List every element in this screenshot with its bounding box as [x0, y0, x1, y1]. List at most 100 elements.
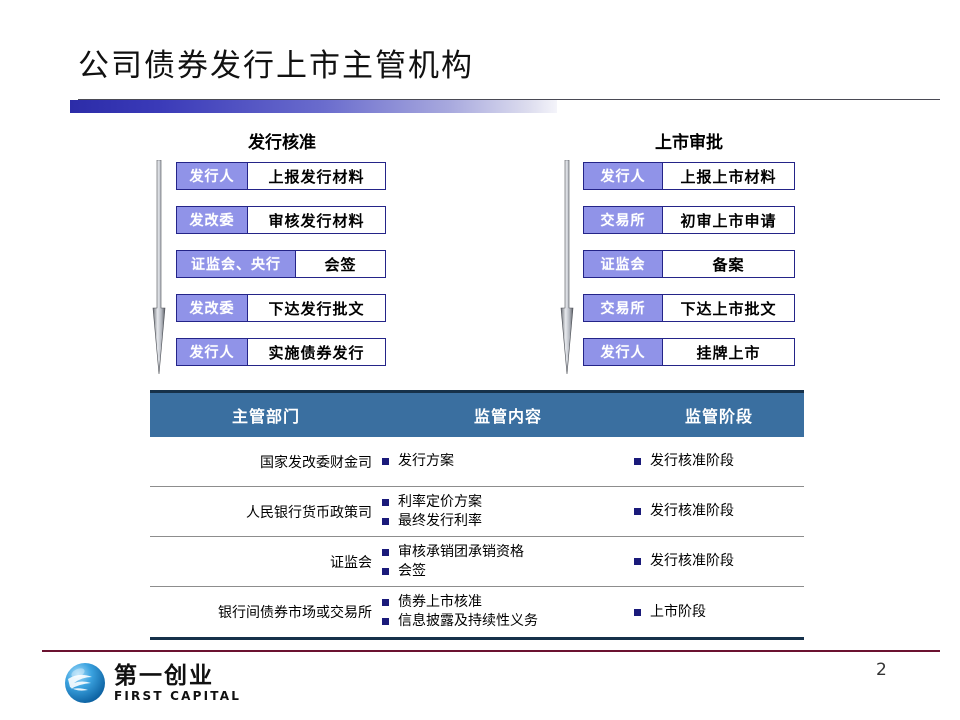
cell-scope: 利率定价方案最终发行利率 — [382, 493, 634, 531]
flow-step-actor: 交易所 — [583, 206, 663, 234]
list-item-label: 最终发行利率 — [398, 512, 482, 529]
flow-step-issuance-approval-1: 发行人上报发行材料 — [176, 162, 386, 190]
stage-list: 上市阶段 — [634, 603, 804, 622]
stage-list: 发行核准阶段 — [634, 452, 804, 471]
cell-department: 银行间债券市场或交易所 — [218, 605, 372, 621]
cell-stage: 发行核准阶段 — [634, 452, 804, 471]
title-accent-bar — [70, 100, 557, 113]
bullet-square-icon — [634, 608, 641, 616]
flow-step-action: 审核发行材料 — [248, 206, 386, 234]
flow-step-actor: 发行人 — [176, 338, 248, 366]
cell-scope: 审核承销团承销资格会签 — [382, 543, 634, 581]
list-item-label: 上市阶段 — [650, 603, 706, 620]
list-item-label: 发行核准阶段 — [650, 503, 734, 519]
flow-step-issuance-approval-3: 证监会、央行会签 — [176, 250, 386, 278]
flow-step-listing-approval-5: 发行人挂牌上市 — [583, 338, 795, 366]
flow-step-actor: 证监会 — [583, 250, 663, 278]
bullet-square-icon — [634, 458, 641, 465]
flow-step-actor: 发改委 — [176, 294, 248, 322]
flow-step-action: 下达上市批文 — [663, 294, 795, 322]
scope-list: 发行方案 — [382, 452, 634, 471]
flow-step-actor: 发行人 — [583, 338, 663, 366]
flow-step-actor: 发行人 — [176, 162, 248, 190]
cell-department: 人民银行货币政策司 — [246, 504, 372, 521]
flow-step-action: 上报发行材料 — [248, 162, 386, 190]
flow-step-listing-approval-1: 发行人上报上市材料 — [583, 162, 795, 190]
scope-list: 债券上市核准信息披露及持续性义务 — [382, 593, 634, 631]
flow-step-action: 初审上市申请 — [663, 206, 795, 234]
table-row: 国家发改委财金司发行方案发行核准阶段 — [150, 437, 804, 487]
regulators-table: 主管部门 监管内容 监管阶段 国家发改委财金司发行方案发行核准阶段人民银行货币政… — [150, 390, 804, 640]
cell-scope: 发行方案 — [382, 452, 634, 471]
list-item-label: 发行核准阶段 — [650, 453, 734, 469]
down-arrow-icon — [560, 160, 574, 374]
list-item-label: 发行方案 — [398, 453, 454, 469]
column-header-stage: 监管阶段 — [684, 407, 753, 426]
list-item: 上市阶段 — [634, 603, 804, 622]
flow-step-action: 备案 — [663, 250, 795, 278]
list-item: 最终发行利率 — [382, 512, 634, 531]
flow-step-actor: 发行人 — [583, 162, 663, 190]
bullet-square-icon — [382, 498, 389, 506]
bullet-square-icon — [382, 618, 389, 625]
flow-step-actor: 交易所 — [583, 294, 663, 322]
flow-step-issuance-approval-4: 发改委下达发行批文 — [176, 294, 386, 322]
logo-text: 第一创业 FIRST CAPITAL — [114, 663, 241, 703]
cell-stage: 发行核准阶段 — [634, 502, 804, 521]
table-body: 国家发改委财金司发行方案发行核准阶段人民银行货币政策司利率定价方案最终发行利率发… — [150, 437, 804, 637]
company-logo: 第一创业 FIRST CAPITAL — [62, 657, 262, 709]
flow-step-issuance-approval-5: 发行人实施债券发行 — [176, 338, 386, 366]
cell-stage: 上市阶段 — [634, 603, 804, 622]
list-item: 发行核准阶段 — [634, 552, 804, 571]
list-item: 发行方案 — [382, 452, 634, 471]
bullet-square-icon — [382, 599, 389, 606]
flow-step-listing-approval-4: 交易所下达上市批文 — [583, 294, 795, 322]
bullet-square-icon — [634, 558, 641, 565]
logo-name-en: FIRST CAPITAL — [114, 689, 242, 703]
bullet-square-icon — [382, 458, 389, 465]
cell-department: 证监会 — [330, 554, 372, 571]
section-heading-listing-approval: 上市审批 — [655, 133, 723, 153]
flow-step-actor: 证监会、央行 — [176, 250, 296, 278]
title-divider-rule — [78, 99, 940, 100]
stage-list: 发行核准阶段 — [634, 502, 804, 521]
flow-step-listing-approval-3: 证监会备案 — [583, 250, 795, 278]
stage-list: 发行核准阶段 — [634, 552, 804, 571]
scope-list: 利率定价方案最终发行利率 — [382, 493, 634, 531]
flow-step-action: 上报上市材料 — [663, 162, 795, 190]
list-item: 债券上市核准 — [382, 593, 634, 612]
table-row: 证监会审核承销团承销资格会签发行核准阶段 — [150, 537, 804, 587]
list-item: 信息披露及持续性义务 — [382, 612, 634, 631]
table-header-row: 主管部门 监管内容 监管阶段 — [150, 393, 804, 437]
flow-step-actor: 发改委 — [176, 206, 248, 234]
footer-divider-rule — [42, 650, 940, 652]
flow-step-issuance-approval-2: 发改委审核发行材料 — [176, 206, 386, 234]
flow-step-action: 下达发行批文 — [248, 294, 386, 322]
table-row: 人民银行货币政策司利率定价方案最终发行利率发行核准阶段 — [150, 487, 804, 537]
list-item: 利率定价方案 — [382, 493, 634, 512]
column-header-scope: 监管内容 — [473, 407, 542, 426]
cell-stage: 发行核准阶段 — [634, 552, 804, 571]
flow-step-action: 挂牌上市 — [663, 338, 795, 366]
list-item-label: 发行核准阶段 — [650, 553, 734, 569]
column-header-department: 主管部门 — [231, 407, 300, 426]
list-item-label: 会签 — [398, 562, 426, 579]
cell-scope: 债券上市核准信息披露及持续性义务 — [382, 593, 634, 631]
page-title: 公司债券发行上市主管机构 — [78, 48, 474, 84]
table-row: 银行间债券市场或交易所债券上市核准信息披露及持续性义务上市阶段 — [150, 587, 804, 637]
list-item: 会签 — [382, 562, 634, 581]
scope-list: 审核承销团承销资格会签 — [382, 543, 634, 581]
list-item-label: 信息披露及持续性义务 — [398, 613, 538, 629]
list-item: 发行核准阶段 — [634, 502, 804, 521]
list-item: 审核承销团承销资格 — [382, 543, 634, 562]
globe-icon — [65, 663, 105, 703]
bullet-square-icon — [634, 508, 641, 515]
flow-step-action: 实施债券发行 — [248, 338, 386, 366]
bullet-square-icon — [382, 567, 389, 575]
section-heading-issuance-approval: 发行核准 — [248, 133, 316, 153]
flow-step-listing-approval-2: 交易所初审上市申请 — [583, 206, 795, 234]
list-item-label: 债券上市核准 — [398, 594, 482, 610]
list-item-label: 审核承销团承销资格 — [398, 543, 524, 560]
bullet-square-icon — [382, 548, 389, 556]
down-arrow-icon — [152, 160, 166, 374]
